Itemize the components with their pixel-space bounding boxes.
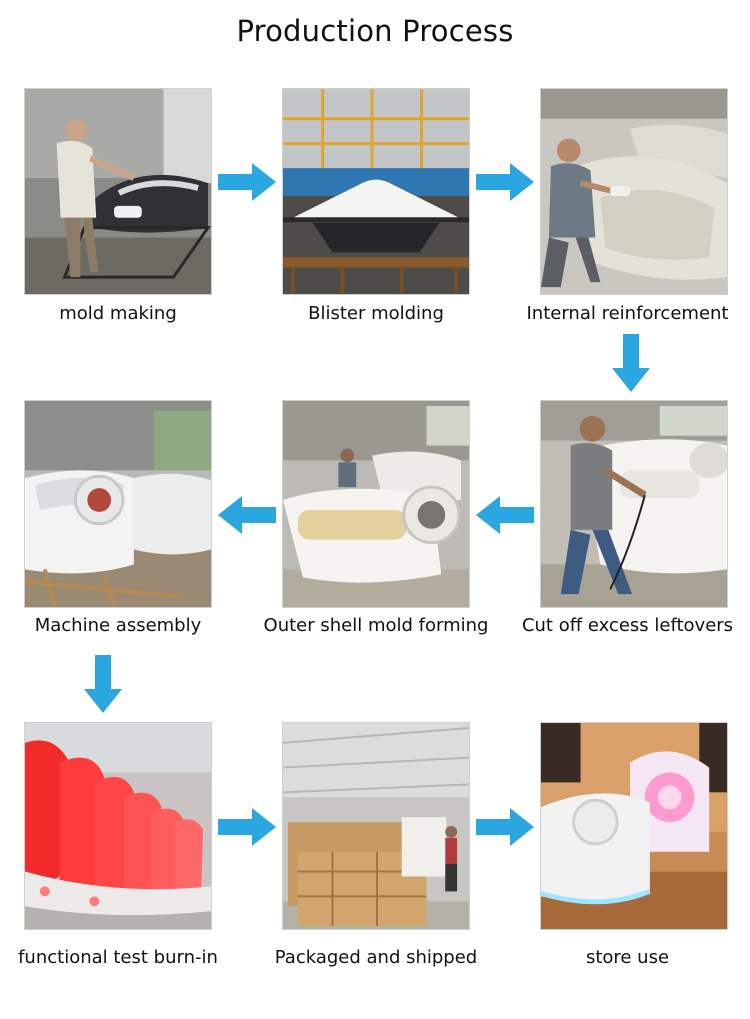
arrow-left-icon xyxy=(476,496,534,534)
step-label: Internal reinforcement xyxy=(526,303,729,324)
step-label: Packaged and shipped xyxy=(274,947,478,968)
photo-internal-reinforcement xyxy=(540,88,728,295)
arrow-right-icon xyxy=(218,163,276,201)
photo-cut-off-excess-leftovers xyxy=(540,400,728,608)
photo-blister-molding xyxy=(282,88,470,295)
step-label: functional test burn-in xyxy=(18,947,218,968)
step-label: Machine assembly xyxy=(34,615,202,636)
step-label: mold making xyxy=(59,303,177,324)
arrow-right-icon xyxy=(476,163,534,201)
step-label: Outer shell mold forming xyxy=(263,615,489,636)
step-label: Cut off excess leftovers xyxy=(521,615,734,636)
arrow-left-icon xyxy=(218,496,276,534)
arrow-down-icon xyxy=(84,655,122,713)
arrow-down-icon xyxy=(612,334,650,392)
photo-functional-test-burn-in xyxy=(24,722,212,930)
arrow-right-icon xyxy=(476,808,534,846)
step-label: store use xyxy=(585,947,670,968)
photo-packaged-and-shipped xyxy=(282,722,470,930)
page-title: Production Process xyxy=(236,14,514,48)
photo-mold-making xyxy=(24,88,212,295)
photo-store-use xyxy=(540,722,728,930)
step-label: Blister molding xyxy=(308,303,444,324)
arrow-right-icon xyxy=(218,808,276,846)
photo-machine-assembly xyxy=(24,400,212,608)
photo-outer-shell-mold-forming xyxy=(282,400,470,608)
